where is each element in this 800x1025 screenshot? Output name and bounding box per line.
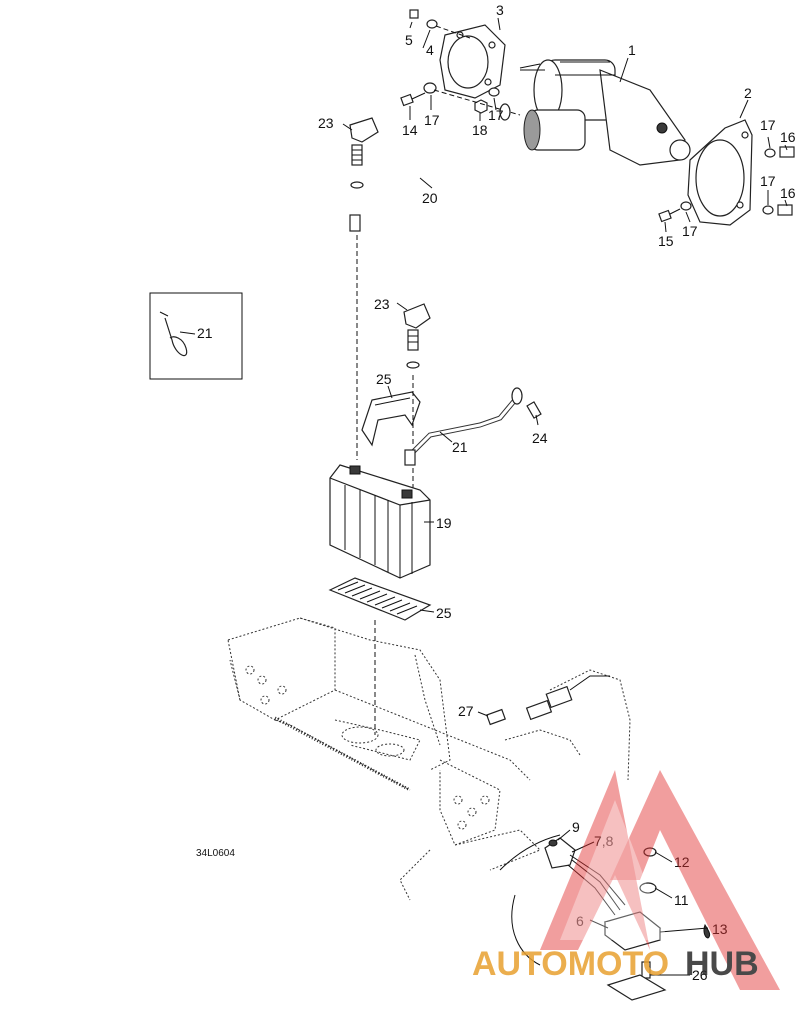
callout-19: 20: [422, 190, 438, 206]
callout-3: 3: [496, 2, 504, 18]
callout-14: 15: [658, 233, 674, 249]
callout-7-8: 7,8: [594, 833, 614, 849]
callout-16a: 17: [424, 112, 440, 128]
watermark-logo: AUTOMOTO HUB: [472, 770, 780, 990]
callout-22a: 23: [318, 115, 334, 131]
battery-retainer-25: [361, 391, 421, 447]
vehicle-frame: [227, 617, 631, 901]
callout-13: 14: [402, 122, 418, 138]
callout-16c: 17: [760, 117, 776, 133]
callout-25: 25: [376, 371, 392, 387]
callout-26: 26: [692, 967, 708, 983]
callout-12: 13: [712, 921, 728, 937]
callout-15b: 16: [780, 185, 796, 201]
callout-4: 4: [426, 42, 434, 58]
callout-22b: 23: [374, 296, 390, 312]
callout-16d: 17: [760, 173, 776, 189]
callout-20: 21: [452, 439, 468, 455]
callout-21: 21: [197, 325, 213, 341]
callout-23: 24: [532, 430, 548, 446]
callout-15a: 16: [780, 129, 796, 145]
callout-2: 2: [744, 85, 752, 101]
regulator-assembly: [499, 834, 711, 1001]
callout-5: 5: [405, 32, 413, 48]
callout-24: 25: [436, 605, 452, 621]
positive-cable-19: [349, 103, 511, 232]
callout-18: 19: [436, 515, 452, 531]
watermark-text-left: AUTOMOTO: [472, 945, 669, 983]
callout-9: 9: [572, 819, 580, 835]
battery-pad-24: [328, 577, 432, 621]
starter-motor: [519, 59, 691, 166]
battery-18: [329, 464, 431, 579]
connector-27: [486, 675, 610, 726]
callout-16b: 17: [488, 107, 504, 123]
mounting-plate-3: [439, 24, 506, 99]
callout-labels: 3 1 2 5 4 14 17 18 17 23 20 17 16 17 16 …: [196, 2, 796, 983]
callout-1: 1: [628, 42, 636, 58]
terminal-cap-22: [403, 303, 431, 369]
callout-10: 11: [674, 892, 689, 908]
callout-11: 12: [674, 854, 690, 870]
callout-6: 6: [576, 913, 584, 929]
leader-lines: [179, 17, 788, 976]
callout-27: 27: [458, 703, 474, 719]
callout-16e: 17: [682, 223, 698, 239]
callout-17: 18: [472, 122, 488, 138]
fasteners-starter: [400, 9, 795, 223]
watermark-text-right: HUB: [685, 945, 759, 983]
negative-cable-20: [404, 387, 542, 466]
diagram-code: 34L0604: [196, 848, 235, 859]
detail-box-tie-21: [149, 292, 243, 380]
mounting-plate-2: [687, 119, 753, 226]
